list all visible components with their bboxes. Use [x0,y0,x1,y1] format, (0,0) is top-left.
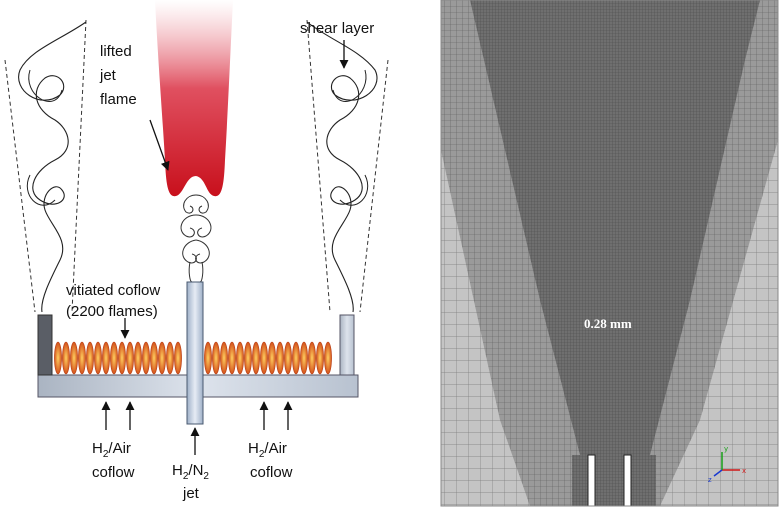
coflow-flamelet [142,341,150,375]
coflow-flamelet [86,341,94,375]
coflow-flamelet [78,341,86,375]
flow-arrows [101,40,349,455]
cfd-mesh-panel: 0.28 mm x y z [440,0,779,507]
coflow-flamelet [324,341,332,375]
axis-triad-icon: x y z [708,445,746,484]
left-shear-layer [4,19,87,313]
coflow-flamelet [134,341,142,375]
coflow-flamelet [284,341,292,375]
axis-y-label: y [724,445,728,453]
lifted-jet-flame [155,0,233,197]
coflow-flamelet [174,341,182,375]
right-coflow-word-label: coflow [250,464,293,481]
burner-schematic: lifted jet flame shear layer vitiated co… [4,0,389,502]
coflow-flamelet [118,341,126,375]
coflow-flamelet [252,341,260,375]
coflow-flamelet [316,341,324,375]
coflow-flamelet [308,341,316,375]
right-coflow-species-label: H2/Air [248,440,287,460]
coflow-flamelet [220,341,228,375]
coflow-flamelet [54,341,62,375]
jet-shear-vortices [180,194,212,283]
mesh-fine-cone [470,0,760,455]
coflow-flamelet [94,341,102,375]
vitiated-coflow-label: vitiated coflow (2200 flames) [66,282,164,320]
mesh-nozzle-refinement [572,455,656,506]
coflow-flamelet [70,341,78,375]
coflow-flamelet [228,341,236,375]
nozzle-wall-left [587,454,596,506]
coflow-flamelet [260,341,268,375]
coflow-flamelet [126,341,134,375]
coflow-flamelets-right [204,341,332,375]
lifted-jet-flame-label: lifted jet flame [99,43,137,108]
flame-pointer-arrow [149,119,170,171]
axis-z-label: z [708,476,712,484]
coflow-flamelet [204,341,212,375]
right-shear-layer [306,19,389,313]
coflow-flamelets-left [54,341,182,375]
jet-species-label: H2/N2 [172,462,209,482]
coflow-flamelet [292,341,300,375]
coflow-flamelet [300,341,308,375]
left-coflow-word-label: coflow [92,464,135,481]
coflow-flamelet [102,341,110,375]
cell-size-label: 0.28 mm [584,316,632,331]
coflow-flamelet [244,341,252,375]
jet-tube [186,281,204,425]
coflow-flamelet [166,341,174,375]
coflow-flamelet [268,341,276,375]
jet-word-label: jet [182,485,200,502]
axis-x-label: x [742,467,746,475]
coflow-flamelet [212,341,220,375]
coflow-flamelet [236,341,244,375]
coflow-flamelet [110,341,118,375]
nozzle-wall-right [623,454,632,506]
coflow-flamelet [158,341,166,375]
coflow-flamelet [62,341,70,375]
shear-layer-label: shear layer [300,20,374,37]
coflow-flamelet [276,341,284,375]
left-coflow-species-label: H2/Air [92,440,131,460]
coflow-flamelet [150,341,158,375]
